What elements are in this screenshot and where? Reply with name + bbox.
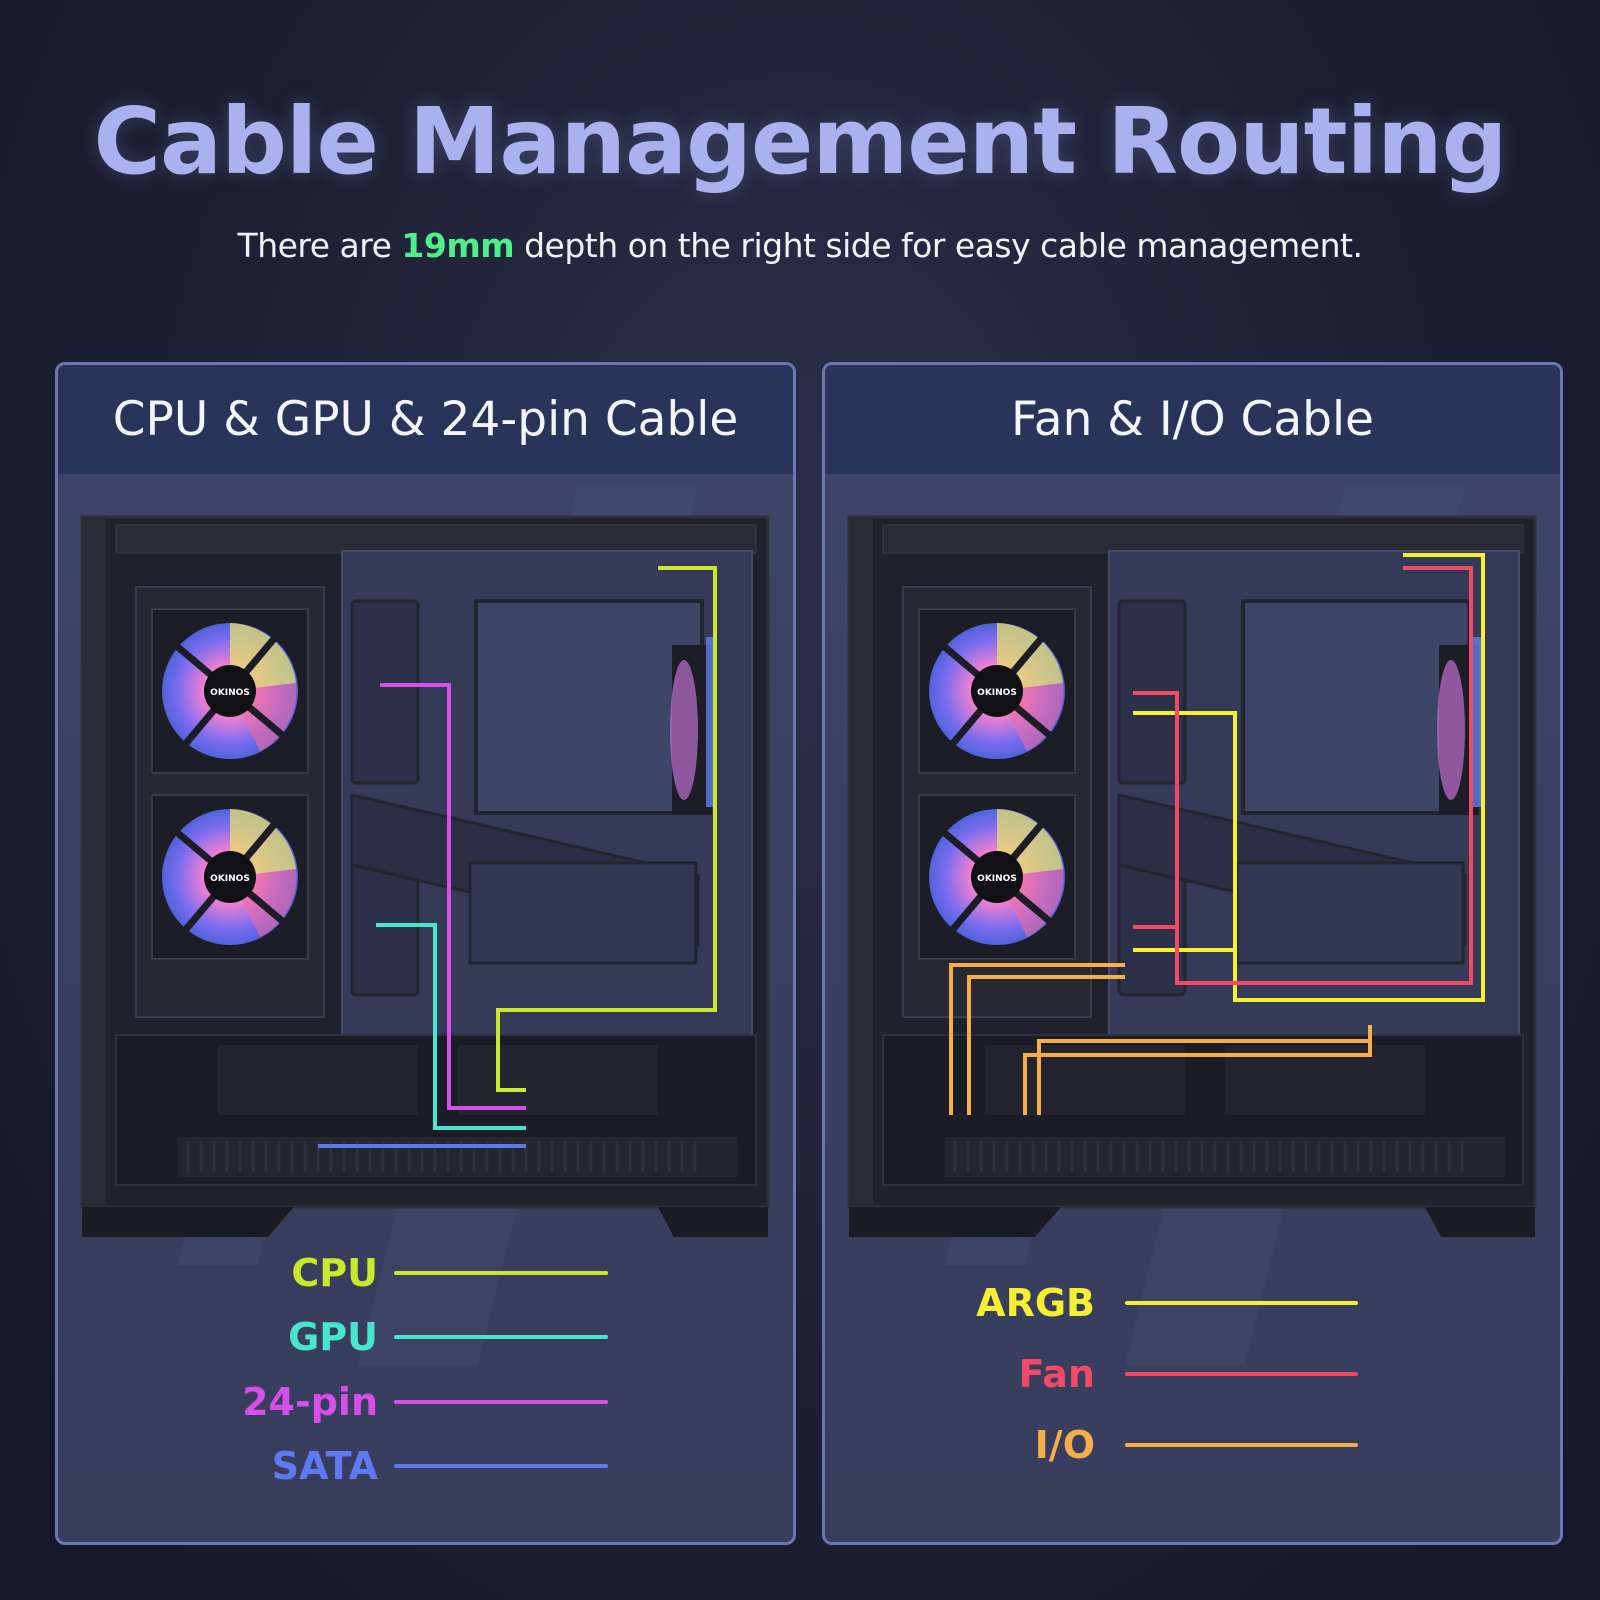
case-foot <box>82 1207 294 1237</box>
pc-case-illustration: OKINOS OKINOS <box>847 485 1537 1365</box>
subtitle-text-before: There are <box>237 226 402 265</box>
legend-label-sata: SATA <box>271 1444 378 1488</box>
fan-brand-logo: OKINOS <box>977 688 1017 698</box>
depth-highlight: 19mm <box>401 226 515 265</box>
cable-route-io <box>949 963 1125 1115</box>
legend-line-cpu <box>394 1271 608 1275</box>
page-subtitle: There are 19mm depth on the right side f… <box>0 226 1600 265</box>
rgb-fan: OKINOS <box>918 794 1076 960</box>
rgb-fan: OKINOS <box>918 608 1076 774</box>
case-body: OKINOS OKINOS <box>847 485 1537 1365</box>
cable-route-gpu <box>376 923 526 1130</box>
fan-brand-logo: OKINOS <box>977 874 1017 884</box>
panel-fan-io: Fan & I/O Cable OKINOS OKINOS ARGB Fan I/… <box>822 362 1563 1545</box>
legend-line-gpu <box>394 1335 608 1339</box>
legend-line-sata <box>394 1464 608 1468</box>
rgb-fan: OKINOS <box>151 794 309 960</box>
cable-route-fan <box>1133 691 1179 927</box>
pc-case-illustration: OKINOS OKINOS <box>80 485 770 1365</box>
legend-label-argb: ARGB <box>976 1281 1095 1325</box>
cable-route-argb <box>1133 711 1237 950</box>
legend-label-cpu: CPU <box>291 1251 378 1295</box>
legend-line-24pin <box>394 1400 608 1404</box>
legend-label-fan: Fan <box>1018 1352 1095 1396</box>
cable-route-cpu <box>496 566 717 1092</box>
legend-line-io <box>1125 1443 1358 1447</box>
case-foot <box>849 1207 1061 1237</box>
cable-route-24pin <box>380 683 526 1110</box>
cpu-cutout <box>474 599 704 815</box>
cable-route-io <box>967 975 1125 1115</box>
legend-label-24pin: 24-pin <box>242 1380 378 1424</box>
legend-line-argb <box>1125 1301 1358 1305</box>
rgb-fan: OKINOS <box>151 608 309 774</box>
fan-hub <box>971 665 1023 717</box>
case-body: OKINOS OKINOS <box>80 485 770 1365</box>
case-foot <box>658 1207 768 1237</box>
page-title: Cable Management Routing <box>93 88 1507 195</box>
fan-hub <box>204 851 256 903</box>
cable-route-argb <box>1133 553 1485 1002</box>
cable-route-fan <box>1133 566 1473 985</box>
cable-route-io <box>1037 1039 1370 1115</box>
panel-cpu-gpu-24pin: CPU & GPU & 24-pin Cable OKINOS OKINOS CP… <box>55 362 796 1545</box>
legend-label-gpu: GPU <box>288 1315 378 1359</box>
subtitle-text-after: depth on the right side for easy cable m… <box>514 226 1363 265</box>
case-foot <box>1425 1207 1535 1237</box>
legend-label-io: I/O <box>1034 1423 1095 1467</box>
legend-line-fan <box>1125 1372 1358 1376</box>
panel-heading: Fan & I/O Cable <box>825 365 1560 474</box>
fan-hub <box>971 851 1023 903</box>
panel-heading: CPU & GPU & 24-pin Cable <box>58 365 793 474</box>
fan-brand-logo: OKINOS <box>210 874 250 884</box>
fan-brand-logo: OKINOS <box>210 688 250 698</box>
fan-hub <box>204 665 256 717</box>
cpu-cutout <box>1241 599 1471 815</box>
